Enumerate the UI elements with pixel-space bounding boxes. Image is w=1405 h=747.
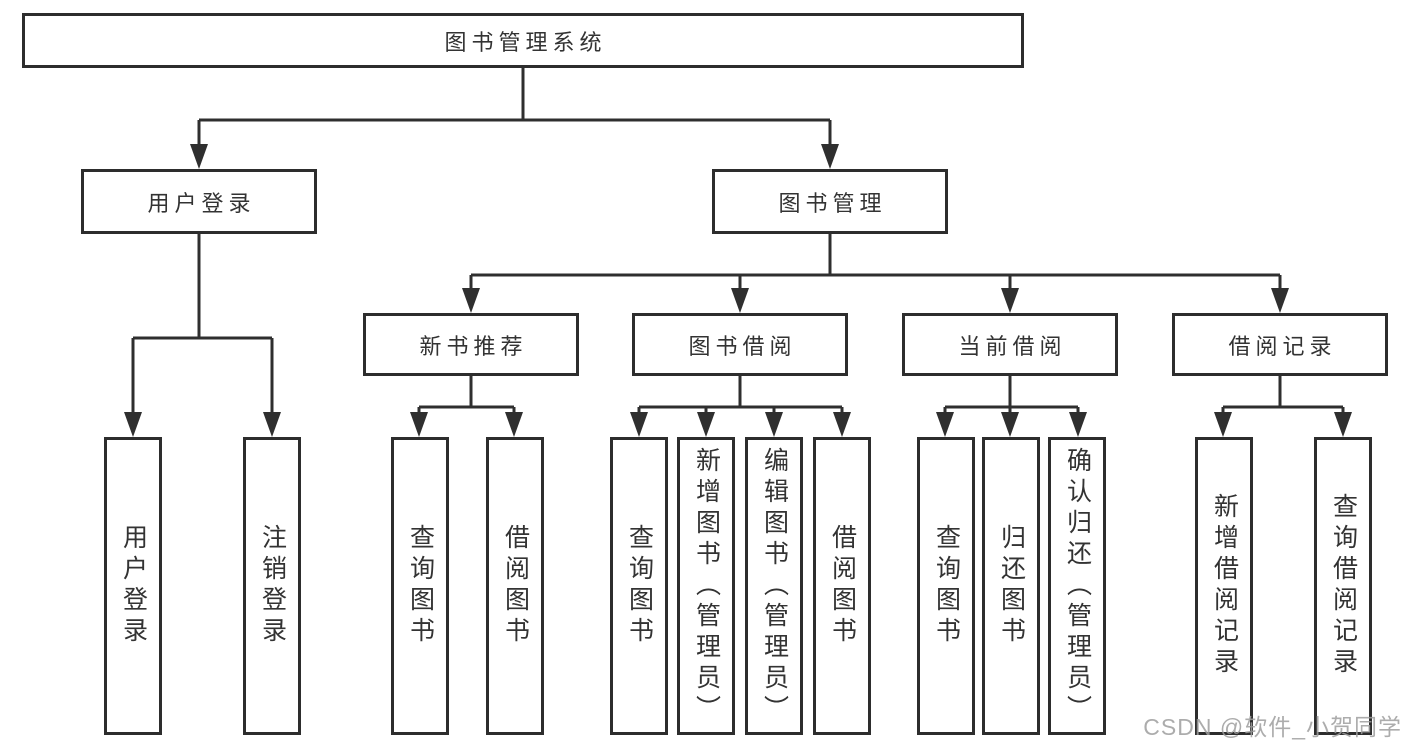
node-label: 图书管理 xyxy=(778,190,887,216)
node-new-book-recommend: 新书推荐 xyxy=(363,313,579,376)
node-label: 新书推荐 xyxy=(419,333,528,359)
leaf-edit-books-admin: 编辑图书（管理员） xyxy=(745,437,803,735)
leaf-confirm-return-admin: 确认归还（管理员） xyxy=(1048,437,1106,735)
leaf-label: 借阅图书 xyxy=(501,524,530,648)
arrow-down-icon xyxy=(410,412,428,437)
node-label: 当前借阅 xyxy=(958,333,1067,359)
leaf-borrow-books: 借阅图书 xyxy=(813,437,871,735)
leaf-label: 编辑图书（管理员） xyxy=(760,446,789,726)
leaf-label: 注销登录 xyxy=(258,524,287,648)
arrow-down-icon xyxy=(462,288,480,313)
leaf-label: 归还图书 xyxy=(997,524,1026,648)
arrow-down-icon xyxy=(765,412,783,437)
leaf-label: 新增图书（管理员） xyxy=(692,446,721,726)
leaf-query-books-recommend: 查询图书 xyxy=(391,437,449,735)
arrow-down-icon xyxy=(731,288,749,313)
arrow-down-icon xyxy=(936,412,954,437)
node-label: 图书借阅 xyxy=(688,333,797,359)
leaf-label: 查询借阅记录 xyxy=(1329,493,1358,679)
leaf-add-books-admin: 新增图书（管理员） xyxy=(677,437,735,735)
node-label: 借阅记录 xyxy=(1228,333,1337,359)
arrow-down-icon xyxy=(697,412,715,437)
node-user-login: 用户登录 xyxy=(81,169,317,234)
arrow-down-icon xyxy=(821,144,839,169)
node-label: 图书管理系统 xyxy=(444,29,607,55)
leaf-add-borrow-record: 新增借阅记录 xyxy=(1195,437,1253,735)
node-book-management: 图书管理 xyxy=(712,169,948,234)
arrow-down-icon xyxy=(124,412,142,437)
leaf-label: 查询图书 xyxy=(625,524,654,648)
leaf-query-books-current: 查询图书 xyxy=(917,437,975,735)
leaf-borrow-books-recommend: 借阅图书 xyxy=(486,437,544,735)
arrow-down-icon xyxy=(190,144,208,169)
arrow-down-icon xyxy=(1271,288,1289,313)
leaf-label: 用户登录 xyxy=(119,524,148,648)
arrow-down-icon xyxy=(1069,412,1087,437)
leaf-label: 借阅图书 xyxy=(828,524,857,648)
node-book-borrow: 图书借阅 xyxy=(632,313,848,376)
leaf-label: 查询图书 xyxy=(932,524,961,648)
leaf-label: 新增借阅记录 xyxy=(1210,493,1239,679)
leaf-logout: 注销登录 xyxy=(243,437,301,735)
arrow-down-icon xyxy=(833,412,851,437)
node-current-borrow: 当前借阅 xyxy=(902,313,1118,376)
node-label: 用户登录 xyxy=(147,190,256,216)
leaf-user-login: 用户登录 xyxy=(104,437,162,735)
node-borrow-records: 借阅记录 xyxy=(1172,313,1388,376)
watermark: CSDN @软件_小贺同学 xyxy=(1143,714,1402,740)
arrow-down-icon xyxy=(1001,412,1019,437)
leaf-query-books-borrow: 查询图书 xyxy=(610,437,668,735)
node-library-management-system: 图书管理系统 xyxy=(22,13,1024,68)
arrow-down-icon xyxy=(1334,412,1352,437)
arrow-down-icon xyxy=(1001,288,1019,313)
leaf-label: 查询图书 xyxy=(406,524,435,648)
arrow-down-icon xyxy=(1214,412,1232,437)
leaf-return-books: 归还图书 xyxy=(982,437,1040,735)
arrow-down-icon xyxy=(263,412,281,437)
arrow-down-icon xyxy=(630,412,648,437)
leaf-query-borrow-record: 查询借阅记录 xyxy=(1314,437,1372,735)
leaf-label: 确认归还（管理员） xyxy=(1063,446,1092,726)
arrow-down-icon xyxy=(505,412,523,437)
